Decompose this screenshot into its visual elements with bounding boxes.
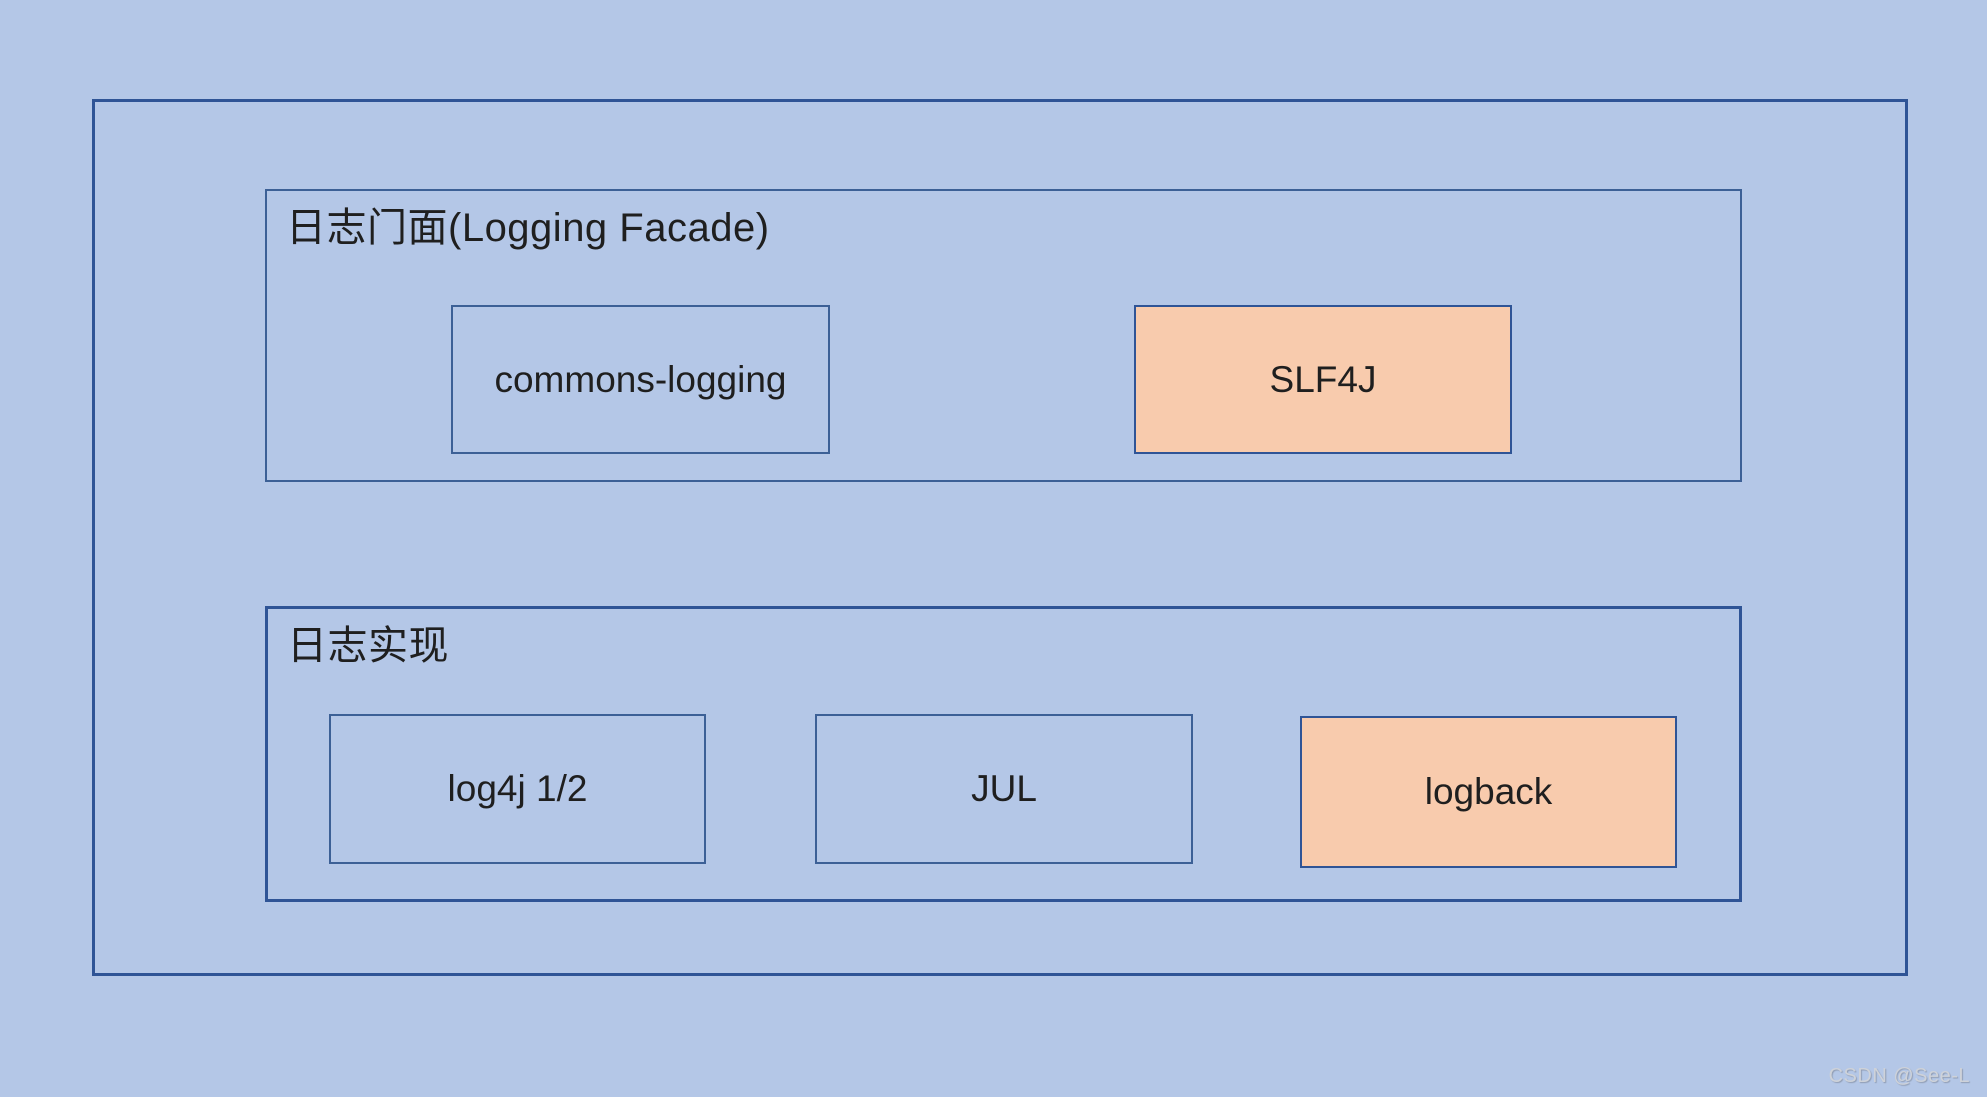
node-slf4j: SLF4J	[1134, 305, 1512, 454]
node-jul-label: JUL	[971, 768, 1037, 809]
node-commons-logging-label: commons-logging	[494, 358, 787, 400]
logging-impl-section-title: 日志实现	[287, 624, 449, 668]
logging-impl-section-box: 日志实现 log4j 1/2 JUL logback	[265, 606, 1742, 902]
node-jul: JUL	[815, 714, 1193, 864]
watermark: CSDN @See-L	[1828, 1065, 1970, 1087]
outer-container-box: 日志门面(Logging Facade) commons-logging SLF…	[92, 99, 1908, 976]
node-logback-label: logback	[1424, 771, 1553, 812]
logging-facade-section-box: 日志门面(Logging Facade) commons-logging SLF…	[265, 189, 1742, 482]
logging-facade-section-title: 日志门面(Logging Facade)	[286, 206, 770, 250]
node-slf4j-label: SLF4J	[1269, 358, 1377, 400]
node-commons-logging: commons-logging	[451, 305, 830, 454]
node-logback: logback	[1300, 716, 1677, 868]
node-log4j: log4j 1/2	[329, 714, 706, 864]
node-log4j-label: log4j 1/2	[447, 768, 588, 809]
